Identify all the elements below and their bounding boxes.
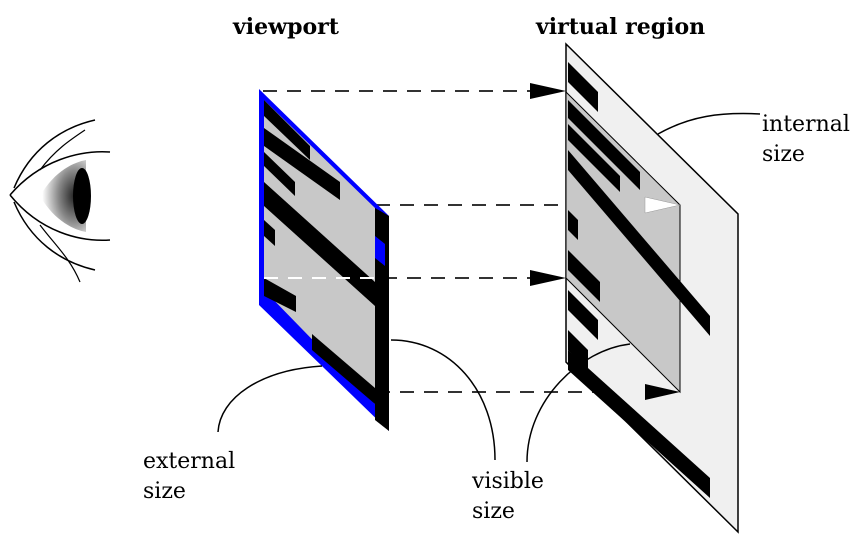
eye-icon <box>9 119 111 283</box>
arrowhead-upper <box>644 196 681 214</box>
region-content-bars <box>568 62 710 498</box>
visible-size-label-line1: visible <box>471 469 544 494</box>
arrowhead-bottom <box>645 384 680 400</box>
internal-size-callout <box>657 112 761 135</box>
virtual-region-label: virtual region <box>535 14 705 40</box>
internal-size-label-line1: internal <box>762 112 850 137</box>
virtual-region <box>530 42 739 534</box>
arrowhead-top <box>530 83 566 99</box>
arrowhead-middle <box>530 270 566 286</box>
viewport-label: viewport <box>232 14 340 40</box>
viewport-content-bars <box>264 100 389 431</box>
visible-size-callout-right <box>526 343 631 463</box>
callout-curves <box>217 112 761 463</box>
viewport <box>259 89 389 431</box>
external-size-label-line1: external <box>143 449 235 474</box>
external-size-callout <box>217 365 323 433</box>
visible-size-callout-left <box>390 339 496 461</box>
external-size-label-line2: size <box>143 479 186 504</box>
internal-size-label-line2: size <box>762 142 805 167</box>
visible-size-label-line2: size <box>472 499 515 524</box>
